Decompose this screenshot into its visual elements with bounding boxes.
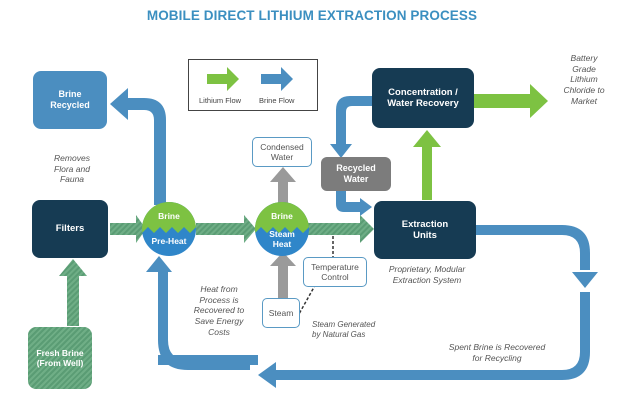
brine-steam-heat-node <box>255 202 309 256</box>
preheat-bottom-label: Pre-Heat <box>151 236 187 246</box>
steam-bottom-label: Steam Heat <box>269 229 295 249</box>
legend-lithium-flow-label: Lithium Flow <box>199 96 242 105</box>
brine-recycled-node: Brine Recycled <box>33 71 107 129</box>
concentration-to-market-arrow <box>474 84 548 118</box>
heat-recovered-note: Heat from Process is Recovered to Save E… <box>193 284 245 337</box>
diagram-title: MOBILE DIRECT LITHIUM EXTRACTION PROCESS <box>146 8 478 23</box>
lithium-flow-legend-icon <box>207 67 239 91</box>
fresh-brine-node: Fresh Brine (From Well) <box>28 327 92 389</box>
steam-node: Steam <box>262 298 300 328</box>
steam-top-label: Brine <box>271 211 293 221</box>
recycled-water-node: Recycled Water <box>321 157 391 191</box>
spent-brine-loop-arrow <box>146 225 598 388</box>
legend: Lithium Flow Brine Flow <box>188 59 318 111</box>
proprietary-system-note: Proprietary, Modular Extraction System <box>388 264 466 285</box>
steam-generated-note: Steam Generated by Natural Gas <box>312 320 376 339</box>
brine-flow-legend-icon <box>261 67 293 91</box>
filters-to-preheat-arrow <box>110 215 146 243</box>
brine-preheat-node <box>142 202 196 256</box>
condensed-water-node: Condensed Water <box>252 137 312 167</box>
removes-flora-note: Removes Flora and Fauna <box>54 153 90 185</box>
spent-brine-note: Spent Brine is Recovered for Recycling <box>448 342 546 363</box>
concentration-water-recovery-node: Concentration / Water Recovery <box>372 68 474 128</box>
fresh-brine-to-filters-arrow <box>59 259 87 326</box>
filters-node: Filters <box>32 200 108 258</box>
temperature-control-node: Temperature Control <box>303 257 367 287</box>
extraction-units-node: Extraction Units <box>374 201 476 259</box>
steam-to-condensed-water-arrow <box>270 167 296 204</box>
battery-grade-note: Battery Grade Lithium Chloride to Market <box>563 53 605 106</box>
preheat-to-steam-arrow <box>196 215 256 243</box>
legend-brine-flow-label: Brine Flow <box>259 96 295 105</box>
preheat-top-label: Brine <box>158 211 180 221</box>
preheat-to-brine-recycled-arrow <box>110 88 166 205</box>
steam-to-extraction-arrow <box>308 215 374 243</box>
recycled-water-to-extraction-arrow <box>336 190 372 216</box>
concentration-to-recycled-water-arrow <box>330 96 372 158</box>
extraction-to-concentration-arrow <box>413 130 441 200</box>
steam-to-steam-heat-arrow <box>270 252 296 298</box>
